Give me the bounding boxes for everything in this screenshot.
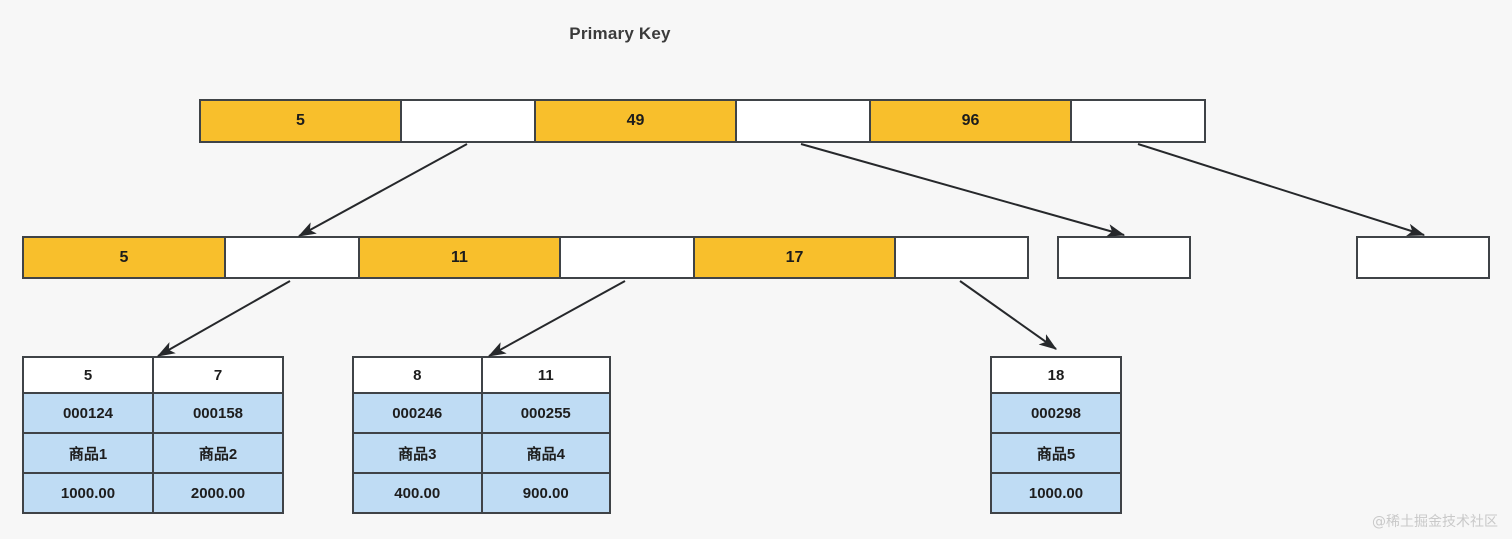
leaf-0-data-2-1: 2000.00 — [154, 474, 282, 512]
level2-cell-1-empty — [226, 238, 360, 277]
level2-empty-box-1 — [1356, 236, 1490, 279]
leaf-1-data-0-0: 000246 — [354, 394, 483, 432]
page-title: Primary Key — [569, 24, 671, 43]
leaf-0-data-1-0: 商品1 — [24, 434, 154, 472]
root-cell-0-key: 5 — [201, 101, 402, 141]
leaf-0-key-0: 5 — [24, 358, 154, 392]
level2-index-node: 5 11 17 — [22, 236, 1029, 279]
leaf-1-data-2-0: 400.00 — [354, 474, 483, 512]
leaf-2-data-2-0: 1000.00 — [992, 474, 1120, 512]
leaf-2-data-row-0: 000298 — [990, 394, 1122, 434]
leaf-2-data-row-2: 1000.00 — [990, 474, 1122, 514]
root-cell-5-empty — [1072, 101, 1204, 141]
root-cell-1-empty — [402, 101, 536, 141]
level2-cell-3-empty — [561, 238, 695, 277]
leaf-2-data-0-0: 000298 — [992, 394, 1120, 432]
leaf-1-data-0-1: 000255 — [482, 394, 609, 432]
root-cell-4-key: 96 — [871, 101, 1072, 141]
level2-cell-0-key: 5 — [24, 238, 226, 277]
watermark: @稀土掘金技术社区 — [1372, 514, 1498, 530]
root-to-level2-left-arrow-icon — [297, 143, 468, 237]
level2-cell-2-key: 11 — [360, 238, 561, 277]
leaf-1-key-1: 11 — [482, 358, 609, 392]
leaf-0-key-1: 7 — [154, 358, 282, 392]
leaf-2-key-0: 18 — [992, 358, 1120, 392]
root-cell-2-key: 49 — [536, 101, 737, 141]
leaf-2-data-1-0: 商品5 — [992, 434, 1120, 472]
level2-cell-4-key: 17 — [695, 238, 896, 277]
leaf-1-data-1-1: 商品4 — [482, 434, 609, 472]
leaf-0-data-0-0: 000124 — [24, 394, 154, 432]
level2-to-leaf-first-arrow-icon — [156, 280, 291, 357]
level2-to-leaf-third-arrow-icon — [959, 280, 1057, 350]
leaf-2-key-row: 18 — [990, 356, 1122, 394]
leaf-1-key-0: 8 — [354, 358, 483, 392]
leaf-0-data-2-0: 1000.00 — [24, 474, 154, 512]
level2-empty-box-0 — [1057, 236, 1191, 279]
level2-cell-5-empty — [896, 238, 1027, 277]
leaf-1-data-1-0: 商品3 — [354, 434, 483, 472]
root-index-node: 5 49 96 — [199, 99, 1206, 143]
root-to-level2-right-arrow-icon — [1137, 143, 1426, 237]
leaf-0-data-1-1: 商品2 — [154, 434, 282, 472]
leaf-1-data-2-1: 900.00 — [482, 474, 609, 512]
root-cell-3-empty — [737, 101, 871, 141]
leaf-2-data-row-1: 商品5 — [990, 434, 1122, 474]
root-to-level2-mid-arrow-icon — [800, 143, 1126, 237]
level2-to-leaf-second-arrow-icon — [487, 280, 626, 357]
leaf-0-data-0-1: 000158 — [154, 394, 282, 432]
